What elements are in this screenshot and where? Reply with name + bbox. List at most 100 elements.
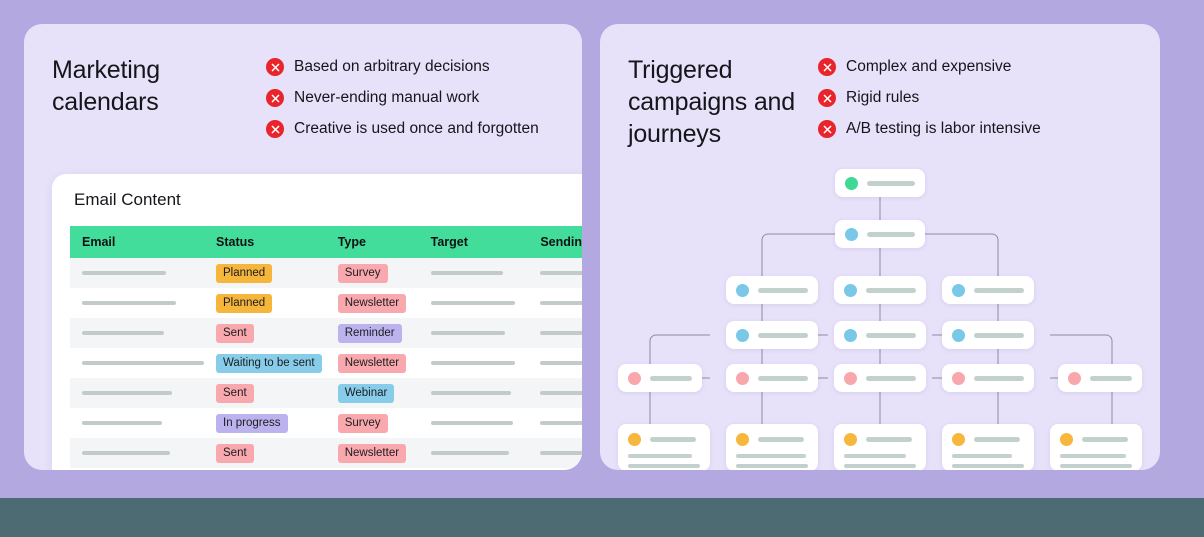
leaf-card-line <box>628 464 700 468</box>
cell-target <box>419 288 529 318</box>
table-row[interactable]: Planned Newsletter <box>70 288 582 318</box>
table-row[interactable]: Sent Reminder <box>70 318 582 348</box>
type-badge[interactable]: Reminder <box>337 324 402 343</box>
tree-node-branch[interactable] <box>942 276 1034 304</box>
status-dot-yellow <box>736 433 749 446</box>
node-label-placeholder <box>867 231 915 237</box>
status-badge[interactable]: Planned <box>216 294 273 313</box>
cell-email <box>70 408 204 438</box>
target-placeholder-bar <box>430 421 513 425</box>
cell-status: In progress <box>204 408 326 438</box>
list-item: Rigid rules <box>818 89 1041 107</box>
node-label-placeholder <box>867 180 915 186</box>
leaf-card-line <box>1060 464 1132 468</box>
tree-node-root[interactable] <box>835 169 925 197</box>
type-badge[interactable]: Webinar <box>337 384 395 403</box>
status-badge[interactable]: Planned <box>216 264 273 283</box>
table-row[interactable]: Sent Newsletter <box>70 438 582 468</box>
leaf-card-line <box>1060 454 1126 458</box>
type-badge[interactable]: Survey <box>337 264 388 283</box>
cell-status: Planned <box>204 258 326 288</box>
list-item: Never-ending manual work <box>266 89 539 107</box>
node-label-placeholder <box>1082 437 1128 442</box>
column-header-type[interactable]: Type <box>325 226 419 258</box>
status-dot-blue <box>845 227 858 241</box>
status-badge[interactable]: Sent <box>216 444 254 463</box>
status-dot-yellow <box>1060 433 1073 446</box>
column-header-sending[interactable]: Sending <box>528 226 582 258</box>
leaf-card-line <box>844 454 906 458</box>
x-circle-icon <box>818 89 836 107</box>
x-circle-icon <box>266 58 284 76</box>
list-item: Based on arbitrary decisions <box>266 58 539 76</box>
x-circle-icon <box>818 120 836 138</box>
page-title: Triggered campaigns and journeys <box>628 56 795 148</box>
status-dot-blue <box>952 328 965 342</box>
cell-target <box>419 408 529 438</box>
status-dot-blue <box>736 283 749 297</box>
leaf-card-header <box>844 433 916 446</box>
status-badge[interactable]: Sent <box>216 324 254 343</box>
type-badge[interactable]: Survey <box>337 414 388 433</box>
cell-status: Sent <box>204 318 326 348</box>
node-label-placeholder <box>1090 375 1132 381</box>
tree-node-action[interactable] <box>942 364 1034 392</box>
node-label-placeholder <box>758 437 804 442</box>
cell-target <box>419 318 529 348</box>
tree-node-action[interactable] <box>834 364 926 392</box>
type-badge[interactable]: Newsletter <box>337 294 407 313</box>
status-badge[interactable]: Waiting to be sent <box>216 354 322 373</box>
node-label-placeholder <box>974 332 1024 338</box>
type-badge[interactable]: Newsletter <box>337 354 407 373</box>
tree-node-branch[interactable] <box>726 321 818 349</box>
sending-placeholder-bar <box>540 301 582 305</box>
type-badge[interactable]: Newsletter <box>337 444 407 463</box>
status-dot-blue <box>736 328 749 342</box>
leaf-card-line <box>736 464 808 468</box>
cell-sending <box>528 378 582 408</box>
tree-node-branch[interactable] <box>726 276 818 304</box>
column-header-target[interactable]: Target <box>418 226 529 258</box>
cell-email <box>70 258 204 288</box>
cell-email <box>70 378 204 408</box>
column-header-status[interactable]: Status <box>204 226 326 258</box>
cell-type: Newsletter <box>326 288 419 318</box>
tree-leaf-card[interactable] <box>942 424 1034 470</box>
tree-node-action[interactable] <box>1058 364 1142 392</box>
status-dot-pink <box>1068 371 1081 385</box>
status-dot-blue <box>844 283 857 297</box>
marketing-calendars-panel: Marketing calendars Based on arbitrary d… <box>24 24 582 470</box>
tree-node-branch[interactable] <box>834 321 926 349</box>
cell-sending <box>528 408 582 438</box>
tree-node-branch[interactable] <box>942 321 1034 349</box>
status-badge[interactable]: In progress <box>216 414 288 433</box>
list-item-label: Based on arbitrary decisions <box>294 58 490 75</box>
cell-type: Survey <box>326 408 419 438</box>
cell-status: Sent <box>204 438 326 468</box>
status-dot-pink <box>844 371 857 385</box>
column-header-email[interactable]: Email <box>70 226 204 258</box>
cell-sending <box>528 288 582 318</box>
table-row[interactable]: Waiting to be sent Newsletter <box>70 348 582 378</box>
table-header-row: Email Status Type Target Sending <box>70 226 582 258</box>
tree-node-branch[interactable] <box>835 220 925 248</box>
target-placeholder-bar <box>430 361 515 365</box>
node-label-placeholder <box>758 287 808 293</box>
tree-node-action[interactable] <box>726 364 818 392</box>
table-row[interactable]: Planned Survey <box>70 258 582 288</box>
list-item: Complex and expensive <box>818 58 1041 76</box>
status-badge[interactable]: Sent <box>216 384 254 403</box>
tree-leaf-card[interactable] <box>618 424 710 470</box>
journey-tree-diagram <box>600 24 1160 470</box>
tree-leaf-card[interactable] <box>1050 424 1142 470</box>
table-row[interactable]: Sent Webinar <box>70 378 582 408</box>
table-row[interactable]: In progress Survey <box>70 408 582 438</box>
target-placeholder-bar <box>430 391 511 395</box>
email-placeholder-bar <box>82 301 176 305</box>
x-circle-icon <box>266 120 284 138</box>
cell-email <box>70 438 204 468</box>
tree-node-action[interactable] <box>618 364 702 392</box>
tree-node-branch[interactable] <box>834 276 926 304</box>
tree-leaf-card[interactable] <box>834 424 926 470</box>
tree-leaf-card[interactable] <box>726 424 818 470</box>
